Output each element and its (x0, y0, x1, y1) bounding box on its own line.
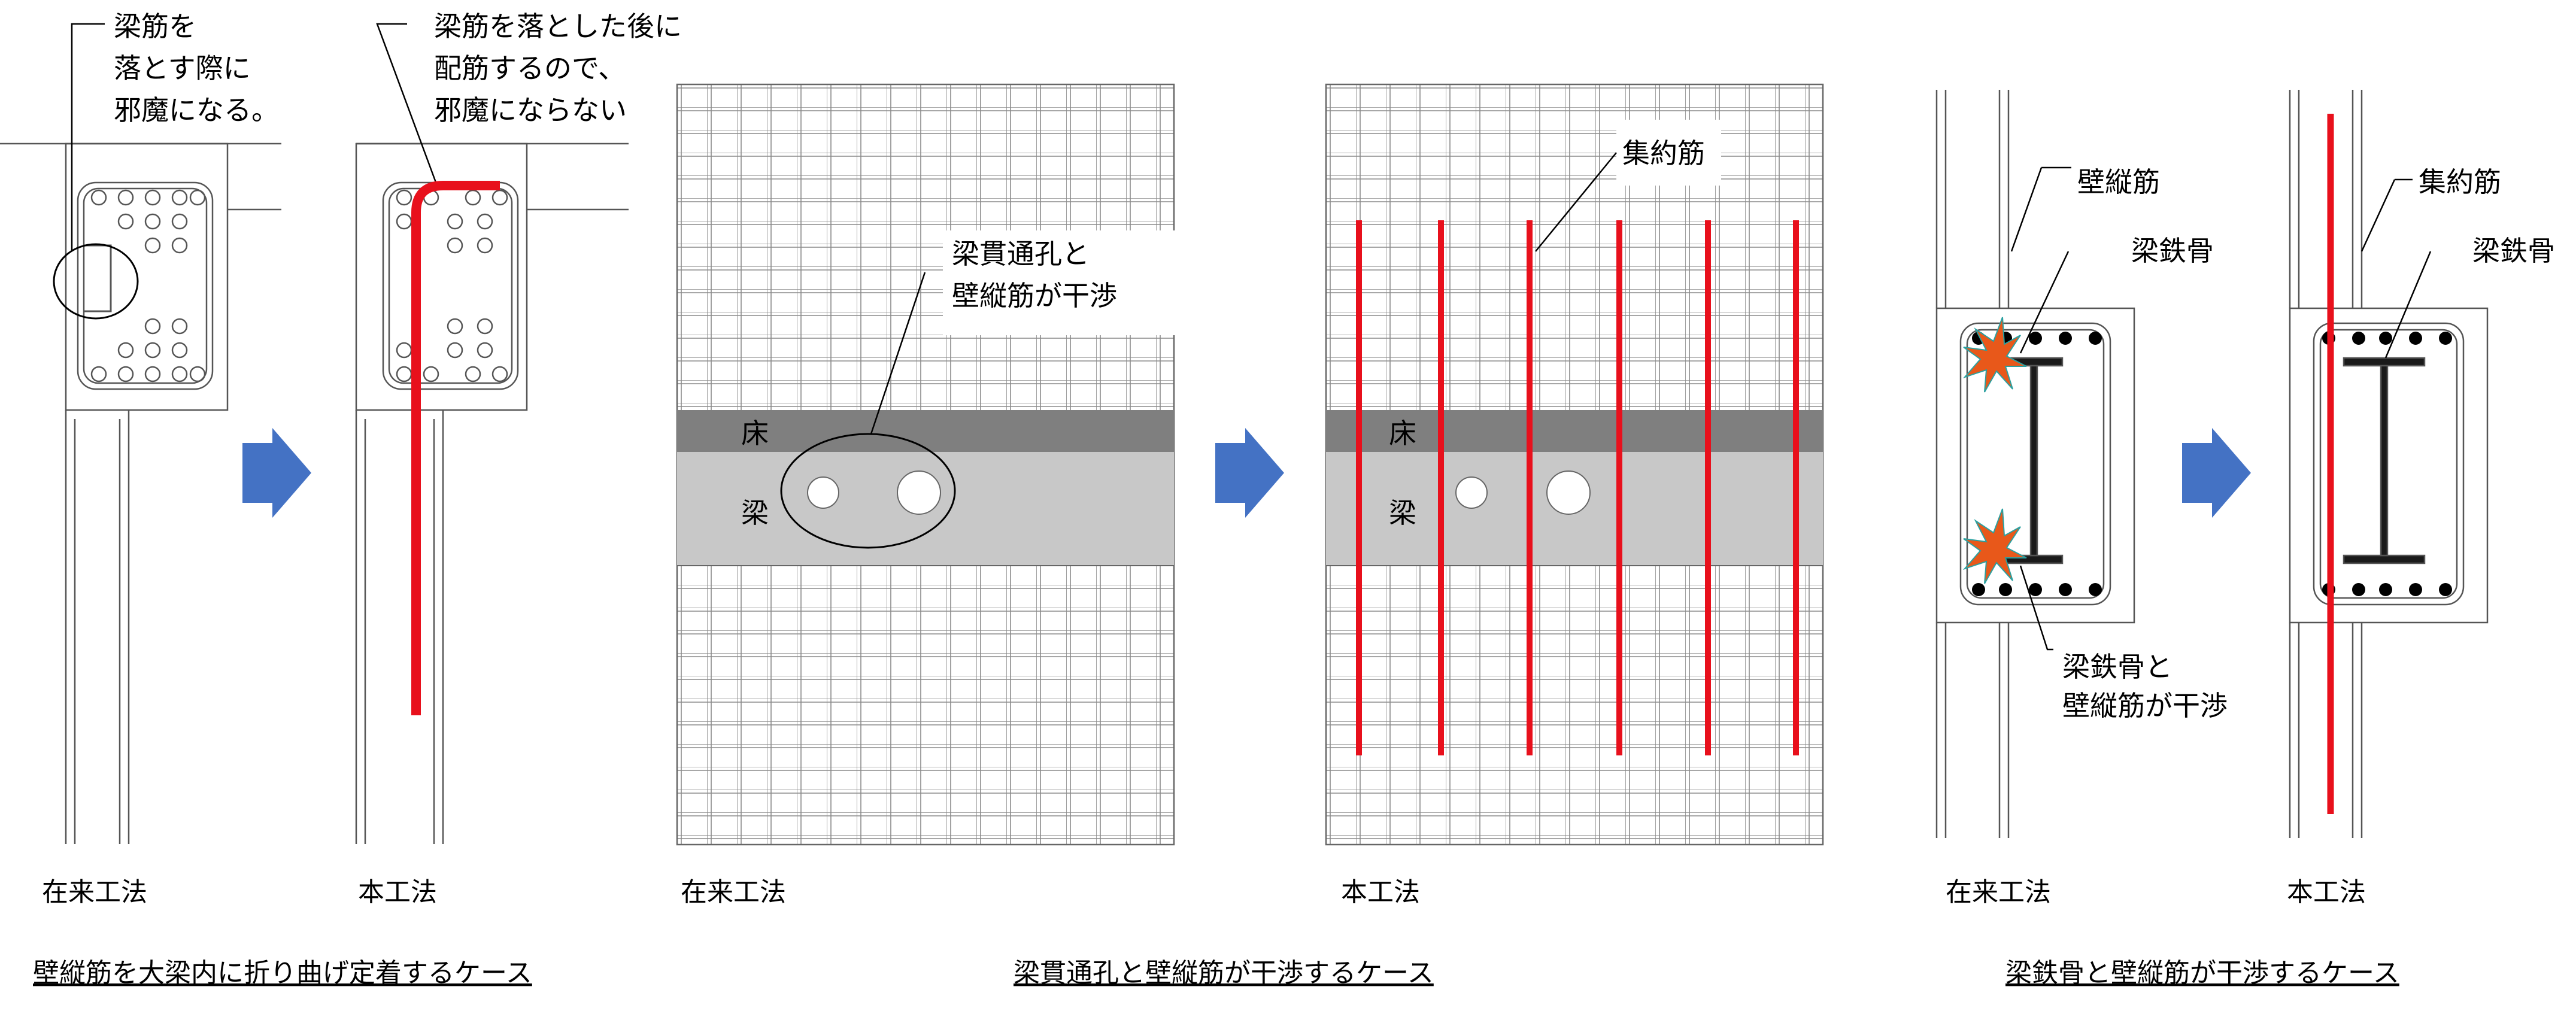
case2-new-callout: 集約筋 (1622, 137, 1705, 169)
case2-conventional-callout-line2: 壁縦筋が干渉 (952, 280, 1117, 312)
case1-new-callout-line3: 邪魔にならない (434, 94, 627, 126)
case2-conventional-caption: 在来工法 (681, 877, 786, 907)
case3-conventional-callout-line2: 壁縦筋が干渉 (2062, 690, 2228, 722)
case3-title: 梁鉄骨と壁縦筋が干渉するケース (2005, 958, 2399, 988)
case2-diagram: 床 梁 梁貫通孔と 壁縦筋が干渉 在来工法 床 梁 (676, 83, 1824, 988)
case1-new-callout-line2: 配筋するので、 (434, 52, 626, 84)
case1-conventional-callout-line3: 邪魔になる。 (114, 94, 279, 126)
case2-conventional-callout-line1: 梁貫通孔と (952, 238, 1090, 270)
case3-conventional-label-steel: 梁鉄骨 (2131, 235, 2214, 267)
clash-burst-icon (1962, 508, 2027, 584)
flow-arrow (1215, 428, 1284, 518)
case1-conventional-callout-line1: 梁筋を (114, 10, 196, 42)
case3-new-caption: 本工法 (2287, 877, 2366, 907)
case1-new-rebar (411, 181, 500, 715)
case1-conventional-drawing (0, 23, 281, 844)
case2-title: 梁貫通孔と壁縦筋が干渉するケース (1014, 958, 1434, 988)
clash-burst-icon (1962, 317, 2027, 393)
case1-diagram: 梁筋を 落とす際に 邪魔になる。 在来工法 (0, 10, 682, 988)
case3-new-label-steel: 梁鉄骨 (2472, 235, 2555, 267)
case2-conventional-floor-label: 床 (741, 417, 769, 450)
case2-new-floor-label: 床 (1389, 417, 1416, 450)
case1-new-callout-line1: 梁筋を落とした後に (434, 10, 682, 42)
case3-new-drawing (2289, 90, 2489, 838)
case2-new-drawing (1325, 83, 1824, 846)
case2-new-caption: 本工法 (1341, 877, 1420, 907)
case2-conventional-beam-label: 梁 (741, 497, 769, 529)
case1-new-caption: 本工法 (358, 877, 437, 907)
case3-conventional-drawing (1935, 90, 2135, 838)
case1-title: 壁縦筋を大梁内に折り曲げ定着するケース (33, 958, 532, 988)
case1-conventional-callout-line2: 落とす際に (114, 52, 251, 84)
case3-conventional-callout-line1: 梁鉄骨と (2062, 651, 2173, 683)
case3-new-label-rebar: 集約筋 (2419, 166, 2501, 198)
case2-conventional-drawing (676, 83, 1182, 846)
case3-diagram: 壁縦筋 梁鉄骨 梁鉄骨と 壁縦筋が干渉 在来工法 集約筋 (1935, 90, 2555, 988)
flow-arrow (2182, 428, 2251, 518)
case3-conventional-label-wall: 壁縦筋 (2077, 166, 2160, 198)
flow-arrow (242, 428, 311, 518)
case3-conventional-caption: 在来工法 (1946, 877, 2051, 907)
case2-new-beam-label: 梁 (1389, 497, 1416, 529)
case1-new-drawing (355, 23, 629, 844)
case1-conventional-caption: 在来工法 (42, 877, 147, 907)
